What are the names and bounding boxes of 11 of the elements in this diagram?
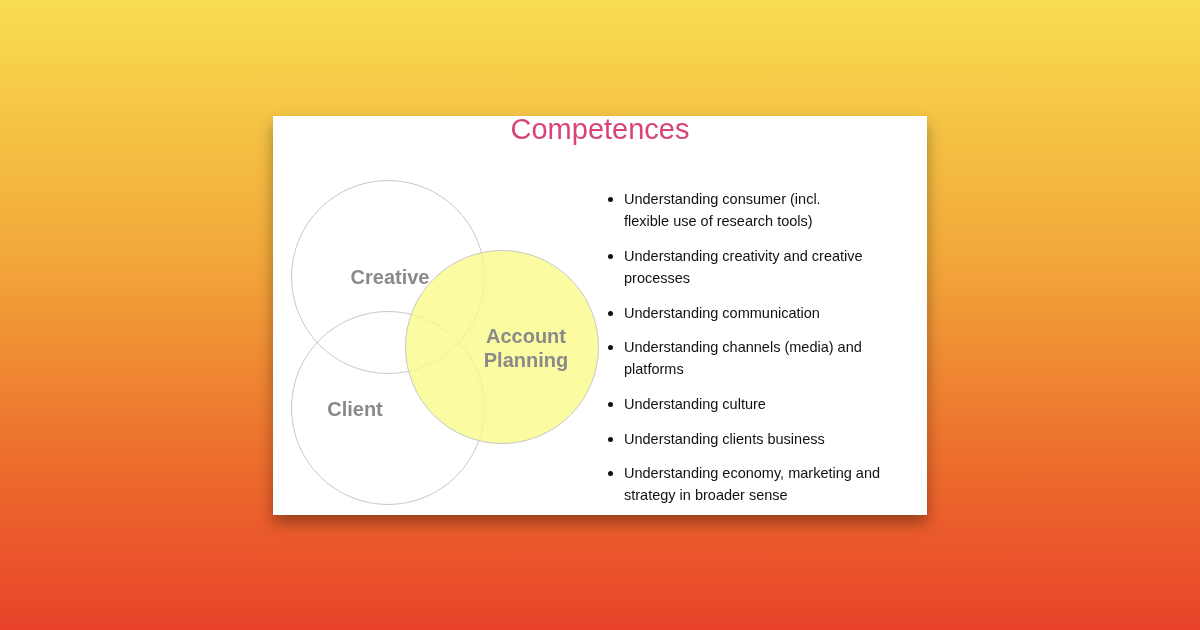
bullet-text: Understanding culture bbox=[624, 395, 767, 414]
bullet-text: Understanding channels (media) and platforms bbox=[624, 338, 863, 379]
circle-label: Account Planning bbox=[482, 324, 570, 372]
bullet-text: Understanding creativity and creative processes bbox=[624, 247, 864, 288]
slide-title: Competences bbox=[509, 113, 691, 146]
bullet-text: Understanding clients business bbox=[624, 430, 826, 449]
bullet-text: Understanding consumer (incl. flexible use of research tools) bbox=[624, 190, 822, 231]
circle-label: Creative bbox=[349, 265, 431, 289]
circle-label: Client bbox=[326, 397, 384, 421]
bullet-text: Understanding economy, marketing and strategy in broader sense bbox=[624, 464, 882, 505]
bullet-text: Understanding communication bbox=[624, 304, 821, 323]
